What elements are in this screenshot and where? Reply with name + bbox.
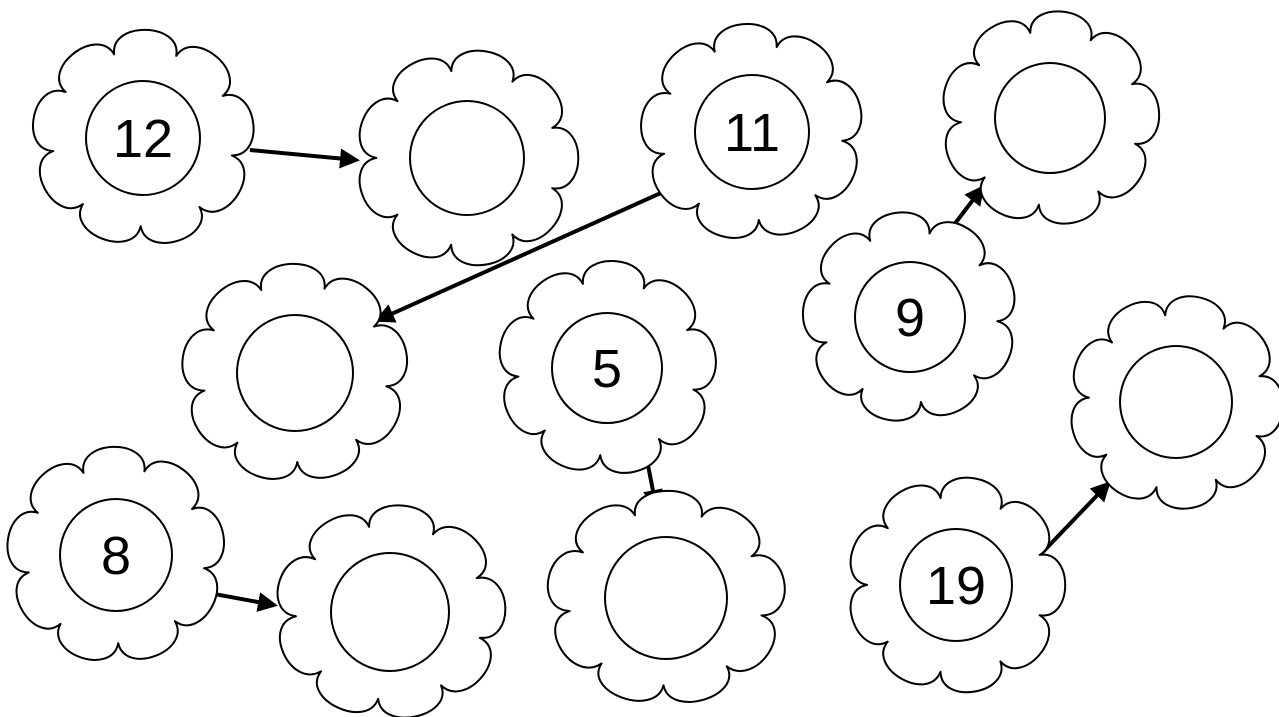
- blank-flower: [181, 262, 409, 480]
- numbered-flower: 8: [6, 445, 225, 661]
- number-circle: [694, 74, 810, 190]
- answer-circle[interactable]: [1119, 345, 1233, 459]
- arrow-12-to-target: [249, 148, 360, 169]
- answer-circle[interactable]: [330, 552, 450, 672]
- flowers-layer: 12 11 5 9 8 19: [6, 10, 1279, 717]
- number-circle: [59, 498, 173, 612]
- flower-number: 11: [724, 103, 780, 163]
- flower-number: 5: [592, 339, 622, 399]
- flower-number: 19: [926, 556, 986, 616]
- answer-circle[interactable]: [994, 62, 1106, 174]
- blank-flower: [358, 49, 580, 267]
- flower-number: 9: [895, 288, 925, 348]
- answer-circle[interactable]: [604, 536, 728, 660]
- blank-flower: [942, 10, 1161, 225]
- answer-circle[interactable]: [409, 100, 525, 216]
- number-circle: [854, 261, 966, 373]
- number-circle: [85, 80, 201, 196]
- blank-flower: [1070, 295, 1279, 510]
- number-circle: [899, 528, 1013, 642]
- answer-circle[interactable]: [236, 314, 354, 432]
- number-circle: [551, 312, 663, 424]
- numbered-flower: 11: [640, 23, 863, 239]
- numbered-flower: 19: [849, 476, 1067, 694]
- flower-number: 12: [113, 109, 173, 169]
- blank-flower: [546, 489, 786, 703]
- numbered-flower: 5: [498, 260, 717, 474]
- numbered-flower: 12: [32, 28, 255, 244]
- blank-flower: [276, 504, 507, 717]
- numbered-flower: 9: [801, 211, 1016, 422]
- arrow-19-to-target: [1038, 481, 1111, 557]
- flower-number: 8: [101, 526, 131, 586]
- arrow-11-to-target: [374, 186, 673, 323]
